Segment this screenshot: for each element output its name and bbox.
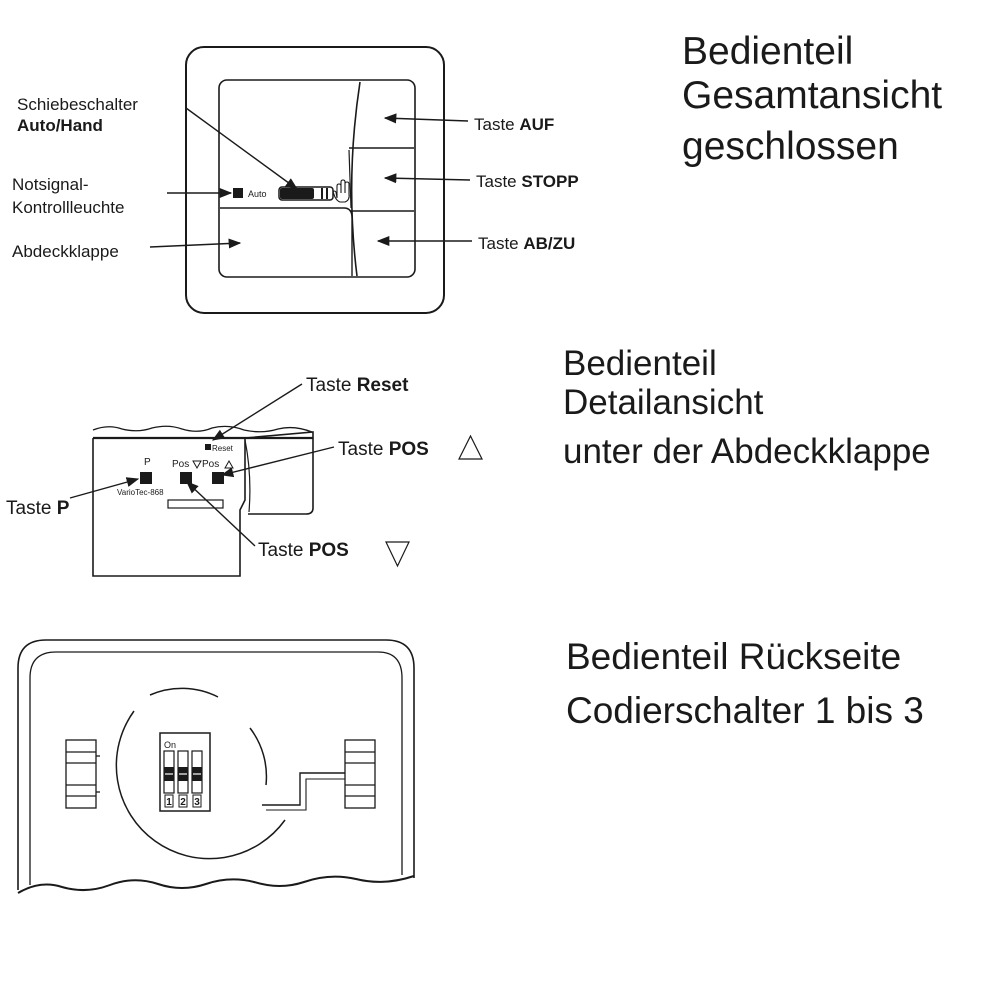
button-stopp[interactable] <box>352 149 413 210</box>
slider-grip-2 <box>326 188 328 199</box>
button-abzu[interactable] <box>356 212 413 275</box>
arrow-icon <box>69 477 140 499</box>
callout-abzu: Taste AB/ZU <box>478 234 575 253</box>
triangle-up-icon <box>224 459 234 469</box>
button-column-edge-inner <box>348 149 352 209</box>
arrow-icon <box>149 238 242 249</box>
torn-edge <box>92 425 313 433</box>
back-outer-outline <box>17 639 415 890</box>
arrow-icon <box>211 383 303 441</box>
device-front-view: Auto <box>185 46 445 314</box>
callout-signal-line1: Notsignal- <box>12 175 89 194</box>
section2-title-line2: Detailansicht <box>563 383 764 423</box>
section1-title-line3: geschlossen <box>682 125 899 169</box>
dip-switch-number-1: 1 <box>166 797 172 808</box>
callout-pos-down: Taste POS <box>258 540 349 561</box>
section1-title-line1: Bedienteil <box>682 30 854 73</box>
callout-slider-line1: Schiebeschalter <box>17 95 138 114</box>
callout-signal-line2: Kontrollleuchte <box>12 198 124 217</box>
section3-title-line1: Bedienteil Rückseite <box>566 636 902 677</box>
callout-pos-up: Taste POS <box>338 439 429 460</box>
wire-path <box>262 772 345 806</box>
device-detail-view <box>92 425 314 577</box>
detail-body <box>92 438 246 577</box>
dip-switch-number-box-2 <box>178 794 188 808</box>
back-torn-edge <box>17 875 415 894</box>
dip-switch-number-box-3 <box>192 794 202 808</box>
p-device-label: P <box>144 457 151 468</box>
dip-on-label: On <box>164 740 176 750</box>
section1-callout-arrows <box>149 107 472 249</box>
detail-button-column-inner <box>244 439 251 513</box>
pos-up-device-label: Pos <box>202 459 219 470</box>
section3-title-line2: Codierschalter 1 bis 3 <box>566 689 924 731</box>
detail-button-column <box>244 431 314 515</box>
button-column-edge <box>350 81 361 277</box>
callout-p: Taste P <box>6 498 70 519</box>
hand-icon <box>332 179 350 203</box>
section1-title-line2: Gesamtansicht <box>682 73 943 117</box>
right-clip <box>344 739 376 809</box>
slider-knob[interactable] <box>280 188 314 199</box>
callout-stopp: Taste STOPP <box>476 172 579 191</box>
model-label: VarioTec-868 <box>117 488 164 497</box>
p-button[interactable] <box>140 472 152 484</box>
auto-label: Auto <box>248 189 267 199</box>
reset-button[interactable] <box>205 444 211 450</box>
triangle-down-icon <box>385 541 410 568</box>
section2-title-line1: Bedienteil <box>563 344 717 383</box>
arrow-icon <box>383 113 469 124</box>
recess-arc-right <box>249 727 268 786</box>
pos-down-device-label: Pos <box>172 459 189 470</box>
dip-switch-number-box-1 <box>164 794 174 808</box>
arrow-icon <box>186 481 256 547</box>
dip-switch-housing <box>159 732 211 812</box>
recess-arc-top <box>149 687 219 698</box>
arrow-icon <box>185 107 299 190</box>
reset-device-label: Reset <box>212 444 234 453</box>
recess-arc-left <box>115 710 286 860</box>
slider-grip-1 <box>321 188 323 199</box>
arrow-icon <box>383 173 471 184</box>
callout-reset: Taste Reset <box>306 375 409 396</box>
callout-flap: Abdeckklappe <box>12 242 119 261</box>
pos-up-button[interactable] <box>212 472 224 484</box>
triangle-up-icon <box>458 434 483 460</box>
section1-title: Bedienteil Gesamtansicht geschlossen <box>682 30 942 169</box>
section2-callout-arrows <box>69 383 335 547</box>
left-clip <box>65 739 100 809</box>
detail-slot <box>167 499 224 509</box>
callout-auf: Taste AUF <box>474 115 554 134</box>
section2-title-line3: unter der Abdeckklappe <box>563 432 931 472</box>
device-back-view <box>17 639 415 894</box>
section2-title: Bedienteil Detailansicht unter der Abdec… <box>563 344 931 472</box>
section3-title: Bedienteil Rückseite Codierschalter 1 bi… <box>566 630 924 737</box>
arrow-icon <box>220 446 335 478</box>
wire-path-inner <box>266 778 345 811</box>
back-inner-outline <box>29 651 403 885</box>
flap-edge <box>220 207 353 276</box>
pos-down-button[interactable] <box>180 472 192 484</box>
triangle-down-icon <box>192 460 202 470</box>
button-auf[interactable] <box>356 84 413 147</box>
dip-switch-number-2: 2 <box>180 797 186 808</box>
dip-switch-number-3: 3 <box>194 797 200 808</box>
callout-slider-line2: Auto/Hand <box>17 116 103 135</box>
signal-led <box>233 188 243 198</box>
